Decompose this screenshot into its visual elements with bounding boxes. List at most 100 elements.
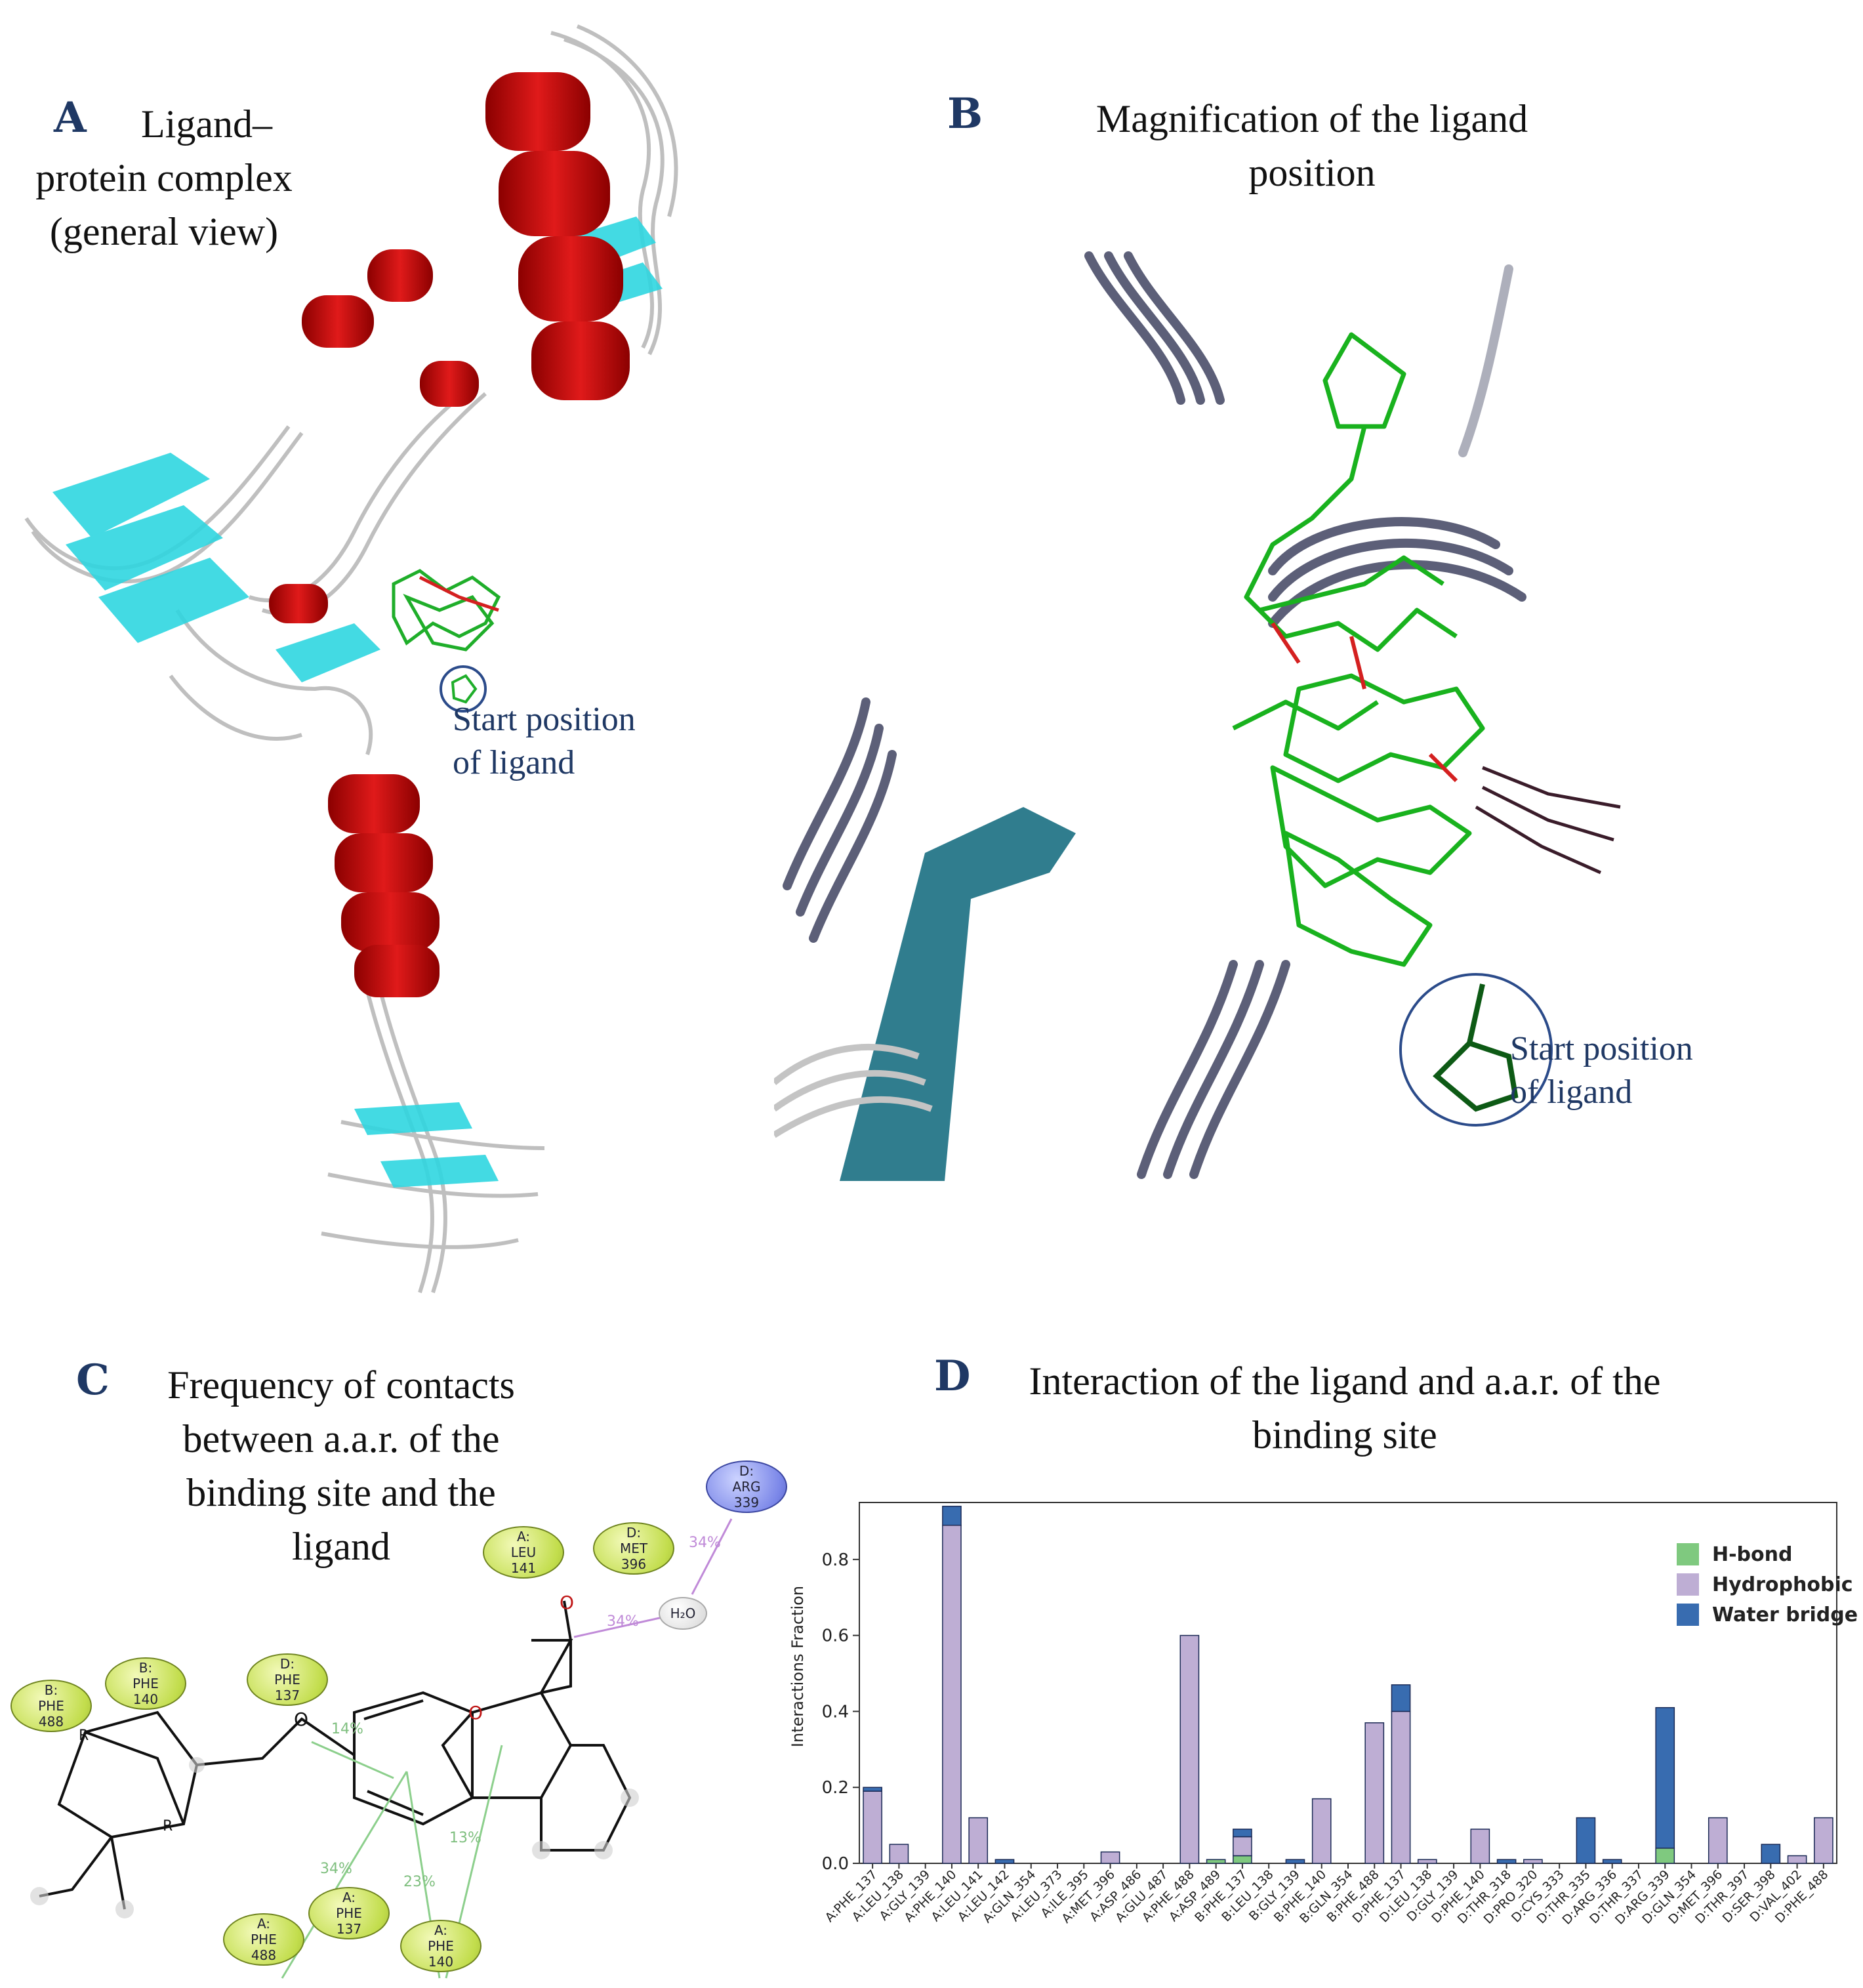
- panel-b-title-line: Magnification of the ligand: [1095, 97, 1528, 140]
- bar-segment: [1814, 1817, 1833, 1864]
- bar-segment: [1470, 1829, 1490, 1864]
- panel-b-start-note: Start position of ligand: [1510, 1027, 1693, 1114]
- bar-segment: [863, 1791, 882, 1864]
- note-line: of ligand: [1510, 1073, 1633, 1111]
- bar-segment: [1179, 1634, 1200, 1864]
- residue-chain: B:: [44, 1682, 58, 1698]
- beta-sheet-arrow: [840, 807, 1076, 1181]
- panel-b-title: Magnification of the ligand position: [1036, 92, 1587, 199]
- start-position-marker: [440, 665, 487, 713]
- interaction-bar-chart: 0.00.20.40.60.8A:PHE_137A:LEU_138A:GLY_1…: [788, 1502, 1837, 1928]
- residue-d-met-396: D: MET 396: [593, 1522, 674, 1575]
- bar-segment: [1523, 1859, 1543, 1864]
- bar-segment: [889, 1844, 909, 1864]
- panel-d-letter: D: [934, 1352, 971, 1401]
- panel-c-title-line: ligand: [292, 1525, 390, 1568]
- contact-diagram: O O O R R 34% 34% 14% 34% 23% 13%: [30, 1518, 733, 1979]
- y-tick-label: 0.4: [822, 1702, 849, 1722]
- note-line: Start position: [453, 701, 636, 738]
- atom-label: R: [79, 1728, 89, 1744]
- ligand-conformers: [1232, 332, 1485, 967]
- residue-chain: D:: [279, 1656, 295, 1672]
- percent-label: 34%: [320, 1861, 352, 1877]
- residue-chain: D:: [739, 1463, 754, 1479]
- bar-segment: [1391, 1710, 1411, 1864]
- protein-alpha-helices: [269, 72, 630, 997]
- legend-item-hydrophobic: Hydrophobic: [1677, 1569, 1858, 1600]
- y-axis-label: Interactions Fraction: [788, 1586, 807, 1747]
- residue-number: 339: [733, 1495, 760, 1510]
- residue-a-phe-140: A: PHE 140: [400, 1920, 481, 1972]
- bar-segment: [1655, 1707, 1675, 1849]
- panel-d-title-line: Interaction of the ligand and a.a.r. of …: [1029, 1359, 1661, 1403]
- bar-segment: [1233, 1855, 1252, 1864]
- water-molecule: H₂O: [659, 1597, 707, 1630]
- legend-item-hbond: H-bond: [1677, 1539, 1858, 1569]
- bar-segment: [1761, 1844, 1781, 1864]
- start-position-marker: [1399, 973, 1553, 1127]
- residue-d-arg-339: D: ARG 339: [706, 1460, 787, 1513]
- bar-segment: [994, 1859, 1015, 1864]
- panel-a-title-line: Ligand–: [141, 102, 272, 146]
- bar-segment: [968, 1817, 989, 1864]
- bar-segment: [1417, 1859, 1437, 1864]
- residue-number: 141: [510, 1560, 537, 1576]
- panel-a-title: Ligand– protein complex (general view): [13, 97, 315, 259]
- panel-d-title: Interaction of the ligand and a.a.r. of …: [997, 1354, 1692, 1462]
- atom-halos: [30, 1757, 639, 1918]
- legend-swatch: [1677, 1543, 1699, 1565]
- oxygen-bonds: [1271, 622, 1458, 783]
- y-tick-label: 0.2: [822, 1778, 849, 1798]
- ligand-cluster: [392, 569, 501, 652]
- bar-segment: [1576, 1817, 1596, 1864]
- residue-name: PHE: [336, 1905, 362, 1921]
- atom-label: R: [163, 1818, 173, 1834]
- note-line: Start position: [1510, 1030, 1693, 1067]
- legend-item-water-bridge: Water bridge: [1677, 1600, 1858, 1630]
- percent-label: 13%: [449, 1830, 481, 1846]
- bar-segment: [1602, 1859, 1622, 1864]
- residue-a-phe-137: A: PHE 137: [308, 1887, 390, 1939]
- bar-segment: [942, 1506, 962, 1526]
- panel-b-title-line: position: [1248, 151, 1376, 194]
- gray-coils: [774, 1043, 933, 1138]
- bar-segment: [1391, 1684, 1411, 1712]
- bar-segment: [1787, 1855, 1807, 1864]
- panel-a-letter: A: [54, 93, 87, 142]
- panel-d-title-line: binding site: [1252, 1413, 1437, 1457]
- percent-label: 23%: [403, 1874, 436, 1890]
- residue-name: PHE: [38, 1698, 64, 1714]
- note-line: of ligand: [453, 744, 575, 781]
- atom-label: O: [294, 1708, 308, 1730]
- bar-segment: [1100, 1851, 1120, 1864]
- residue-name: MET: [619, 1541, 648, 1556]
- residue-number: 488: [38, 1714, 64, 1729]
- chart-legend: H-bond Hydrophobic Water bridge: [1677, 1539, 1858, 1630]
- water-label: H₂O: [670, 1605, 696, 1621]
- percent-label: 14%: [331, 1721, 363, 1737]
- atom-label: O: [468, 1702, 483, 1724]
- bar-segment: [1285, 1859, 1305, 1864]
- legend-swatch: [1677, 1573, 1699, 1596]
- bar-segment: [863, 1787, 882, 1792]
- y-tick-label: 0.8: [822, 1550, 849, 1570]
- residue-a-leu-141: A: LEU 141: [483, 1526, 564, 1579]
- residue-chain: D:: [626, 1525, 642, 1541]
- panel-b-letter: B: [947, 89, 983, 138]
- y-tick-label: 0.0: [822, 1854, 849, 1874]
- panel-c-title-line: Frequency of contacts: [167, 1363, 515, 1407]
- panel-a-title-line: protein complex: [35, 156, 293, 199]
- bar-segment: [1655, 1848, 1675, 1864]
- panel-c-title: Frequency of contacts between a.a.r. of …: [125, 1358, 558, 1573]
- residue-number: 137: [336, 1921, 362, 1937]
- panel-c-title-line: binding site and the: [186, 1471, 496, 1514]
- bar-segment: [1311, 1798, 1332, 1864]
- panel-c-letter: C: [76, 1356, 110, 1405]
- residue-chain: A:: [434, 1922, 448, 1938]
- residue-number: 488: [251, 1947, 277, 1963]
- residue-number: 137: [274, 1688, 300, 1703]
- panel-c-title-line: between a.a.r. of the: [182, 1417, 500, 1460]
- residue-name: LEU: [510, 1544, 537, 1560]
- panel-a-title-line: (general view): [49, 210, 279, 253]
- atom-label: O: [560, 1592, 574, 1613]
